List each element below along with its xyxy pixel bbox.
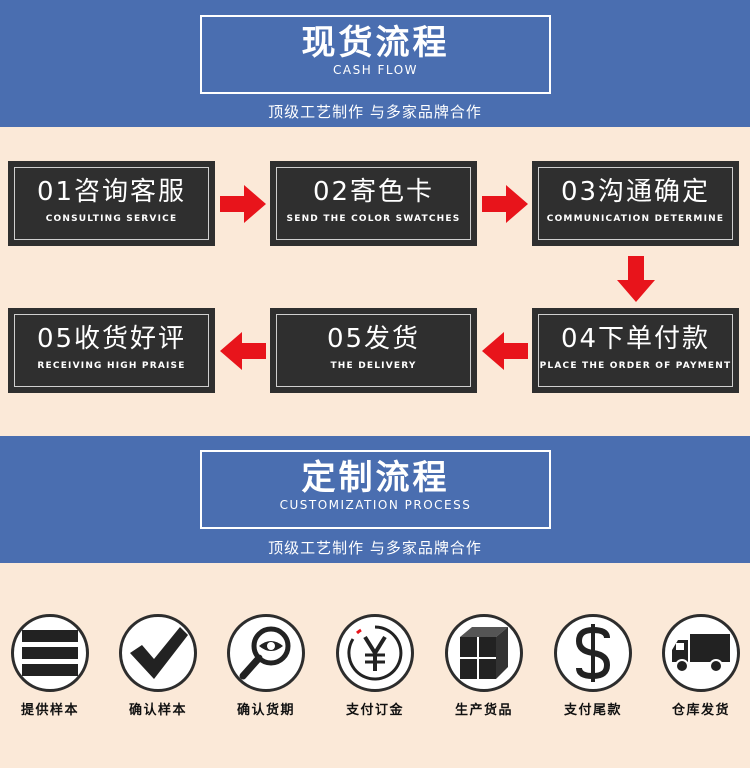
- step-receiving-high-praise: 05收货好评 RECEIVING HIGH PRAISE: [8, 308, 215, 393]
- step-english: CONSULTING SERVICE: [45, 214, 178, 224]
- step-name: 01咨询客服: [36, 177, 187, 207]
- custom-step-provide-sample: 提供样本: [10, 614, 90, 718]
- step-the-delivery: 05发货 THE DELIVERY: [270, 308, 477, 393]
- step-place-order-payment: 04下单付款 PLACE THE ORDER OF PAYMENT: [532, 308, 739, 393]
- custom-step-produce-goods: 生产货品: [444, 614, 524, 718]
- cash-flow-banner: 现货流程 CASH FLOW 顶级工艺制作 与多家品牌合作: [0, 0, 750, 127]
- step-english: THE DELIVERY: [330, 361, 417, 371]
- step-english: SEND THE COLOR SWATCHES: [286, 214, 461, 224]
- custom-step-pay-balance: 支付尾款: [553, 614, 633, 718]
- step-consulting-service: 01咨询客服 CONSULTING SERVICE: [8, 161, 215, 246]
- step-english: PLACE THE ORDER OF PAYMENT: [539, 361, 732, 371]
- step-name: 03沟通确定: [560, 177, 711, 207]
- step-name: 05收货好评: [36, 324, 187, 354]
- custom-step-confirm-delivery-date: 确认货期: [226, 614, 306, 718]
- cash-flow-subtitle: CASH FLOW: [332, 63, 418, 77]
- step-name: 05发货: [326, 324, 421, 354]
- custom-step-label: 提供样本: [20, 703, 79, 718]
- cash-flow-title: 现货流程: [301, 23, 450, 63]
- customization-slogan: 顶级工艺制作 与多家品牌合作: [268, 539, 482, 557]
- arrow-right-icon: [220, 185, 266, 223]
- step-english: COMMUNICATION DETERMINE: [546, 214, 725, 224]
- cash-flow-title-box: 现货流程 CASH FLOW: [200, 15, 551, 94]
- magnifier-eye-icon: [227, 614, 305, 692]
- custom-step-pay-deposit: 支付订金: [335, 614, 415, 718]
- cash-flow-slogan: 顶级工艺制作 与多家品牌合作: [268, 103, 482, 121]
- custom-step-label: 确认货期: [236, 703, 295, 718]
- customization-subtitle: CUSTOMIZATION PROCESS: [279, 498, 472, 512]
- customization-banner: 定制流程 CUSTOMIZATION PROCESS 顶级工艺制作 与多家品牌合…: [0, 436, 750, 563]
- custom-step-label: 支付尾款: [563, 703, 622, 718]
- customization-title-box: 定制流程 CUSTOMIZATION PROCESS: [200, 450, 551, 529]
- step-english: RECEIVING HIGH PRAISE: [37, 361, 186, 371]
- step-communication-determine: 03沟通确定 COMMUNICATION DETERMINE: [532, 161, 739, 246]
- custom-step-label: 支付订金: [345, 703, 404, 718]
- yen-icon: [336, 614, 414, 692]
- customization-title: 定制流程: [301, 458, 450, 498]
- custom-step-label: 仓库发货: [671, 703, 730, 718]
- custom-step-label: 生产货品: [454, 703, 513, 718]
- arrow-left-icon: [220, 332, 266, 370]
- box-icon: [445, 614, 523, 692]
- checkmark-icon: [119, 614, 197, 692]
- step-name: 04下单付款: [560, 324, 711, 354]
- step-name: 02寄色卡: [312, 177, 435, 207]
- arrow-right-icon: [482, 185, 528, 223]
- custom-step-warehouse-ship: 仓库发货: [661, 614, 741, 718]
- arrow-down-icon: [617, 256, 655, 302]
- custom-step-confirm-sample: 确认样本: [118, 614, 198, 718]
- step-send-color-swatches: 02寄色卡 SEND THE COLOR SWATCHES: [270, 161, 477, 246]
- bars-icon: [11, 614, 89, 692]
- custom-step-label: 确认样本: [128, 703, 187, 718]
- truck-icon: [662, 614, 740, 692]
- arrow-left-icon: [482, 332, 528, 370]
- dollar-icon: [554, 614, 632, 692]
